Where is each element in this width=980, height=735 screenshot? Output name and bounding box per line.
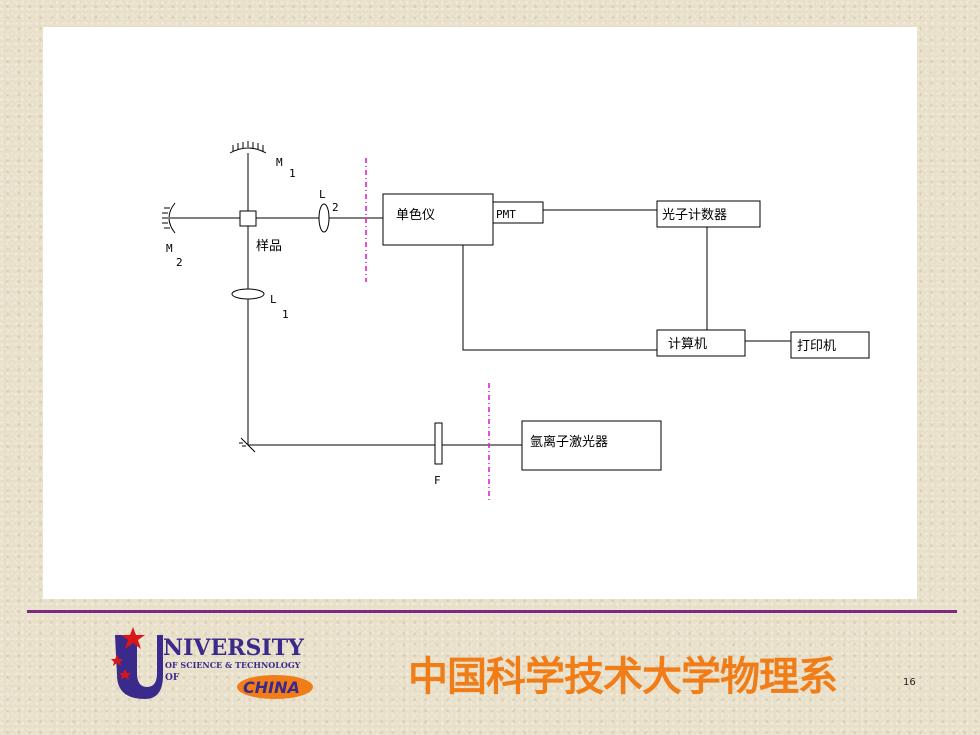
label-printer: 打印机 <box>797 339 836 354</box>
logo-science-tech-text: OF SCIENCE & TECHNOLOGY <box>165 660 301 670</box>
label-l2: L <box>319 188 326 201</box>
label-l1-sub: 1 <box>282 308 289 321</box>
pmt-box <box>492 201 544 224</box>
photon-counter-box <box>656 200 761 228</box>
mirror-m2 <box>162 202 176 234</box>
mirror-m1 <box>229 141 267 154</box>
label-m1-sub: 1 <box>289 167 296 180</box>
logo-china-text: CHINA <box>243 678 300 697</box>
label-m2-sub: 2 <box>176 256 183 269</box>
sample <box>239 210 257 227</box>
label-pmt: PMT <box>496 208 516 221</box>
laser-box <box>521 420 662 471</box>
label-sample: 样品 <box>256 239 282 254</box>
label-l2-sub: 2 <box>332 201 339 214</box>
label-photon-counter: 光子计数器 <box>662 208 727 223</box>
page-number: 16 <box>903 677 916 688</box>
footer-divider <box>27 610 957 613</box>
department-title: 中国科学技术大学物理系 <box>408 654 838 700</box>
label-laser: 氩离子激光器 <box>530 434 608 450</box>
lens-l1 <box>231 288 265 300</box>
computer-box <box>656 329 746 357</box>
logo-of-text: OF <box>165 673 180 683</box>
label-monochromator: 单色仪 <box>396 207 435 223</box>
label-l1: L <box>270 293 277 306</box>
label-computer: 计算机 <box>668 337 707 352</box>
label-m2: M <box>166 242 173 255</box>
label-filter: F <box>434 474 441 487</box>
logo-university-text: NIVERSITY <box>163 635 304 661</box>
monochromator-box <box>382 193 494 246</box>
lens-l2 <box>318 203 330 233</box>
university-logo: NIVERSITY OF SCIENCE & TECHNOLOGY OF CHI… <box>111 627 313 699</box>
filter <box>434 422 443 465</box>
label-m1: M <box>276 156 283 169</box>
printer-box <box>790 331 870 359</box>
raman-setup-diagram: M 1 M 2 样品 L 2 L 1 单色仪 <box>162 141 870 503</box>
slide-content-panel: M 1 M 2 样品 L 2 L 1 单色仪 <box>43 27 917 599</box>
monochromator-to-computer-line <box>462 245 657 351</box>
